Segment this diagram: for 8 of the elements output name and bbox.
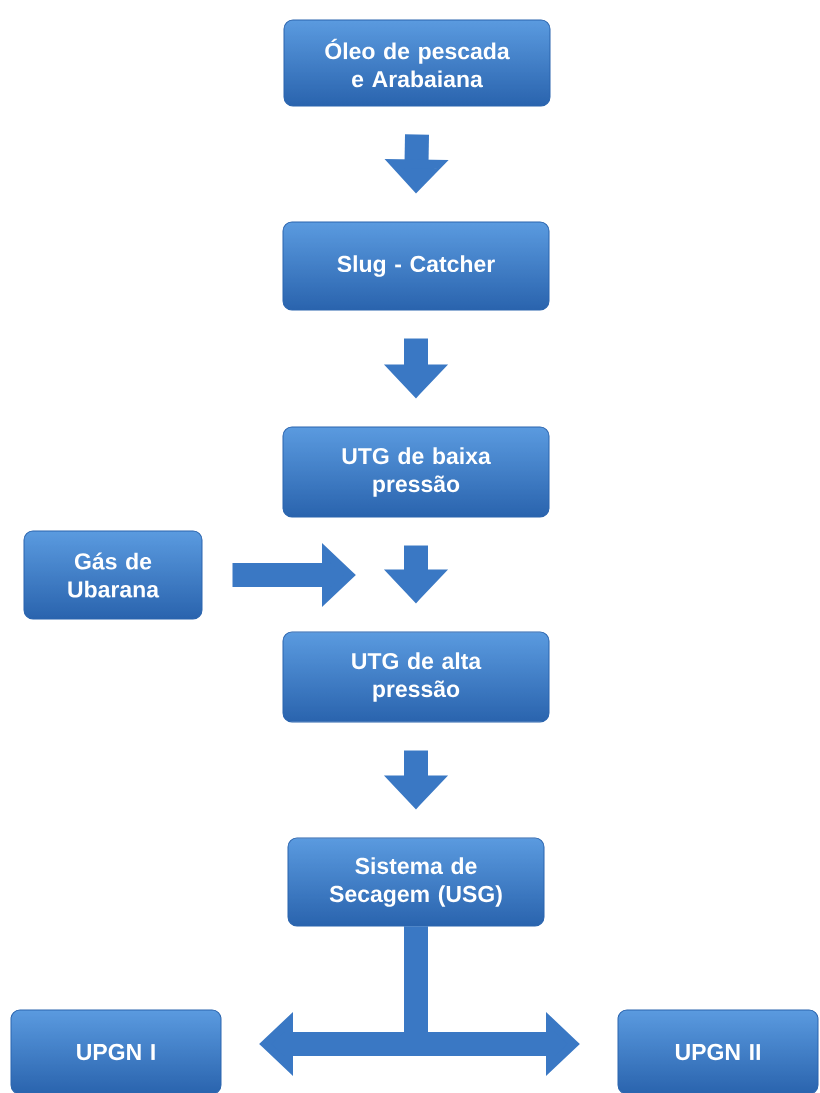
process-box: Óleo de pescada e Arabaiana — [283, 19, 551, 107]
process-box: UTG de baixa pressão — [282, 426, 550, 518]
process-box: Slug - Catcher — [282, 221, 550, 311]
process-box: Gás de Ubarana — [23, 530, 203, 620]
process-box: UTG de alta pressão — [282, 631, 550, 723]
process-box: UPGN I — [10, 1009, 222, 1093]
process-box: Sistema de Secagem (USG) — [287, 837, 545, 927]
process-box: UPGN II — [617, 1009, 819, 1093]
